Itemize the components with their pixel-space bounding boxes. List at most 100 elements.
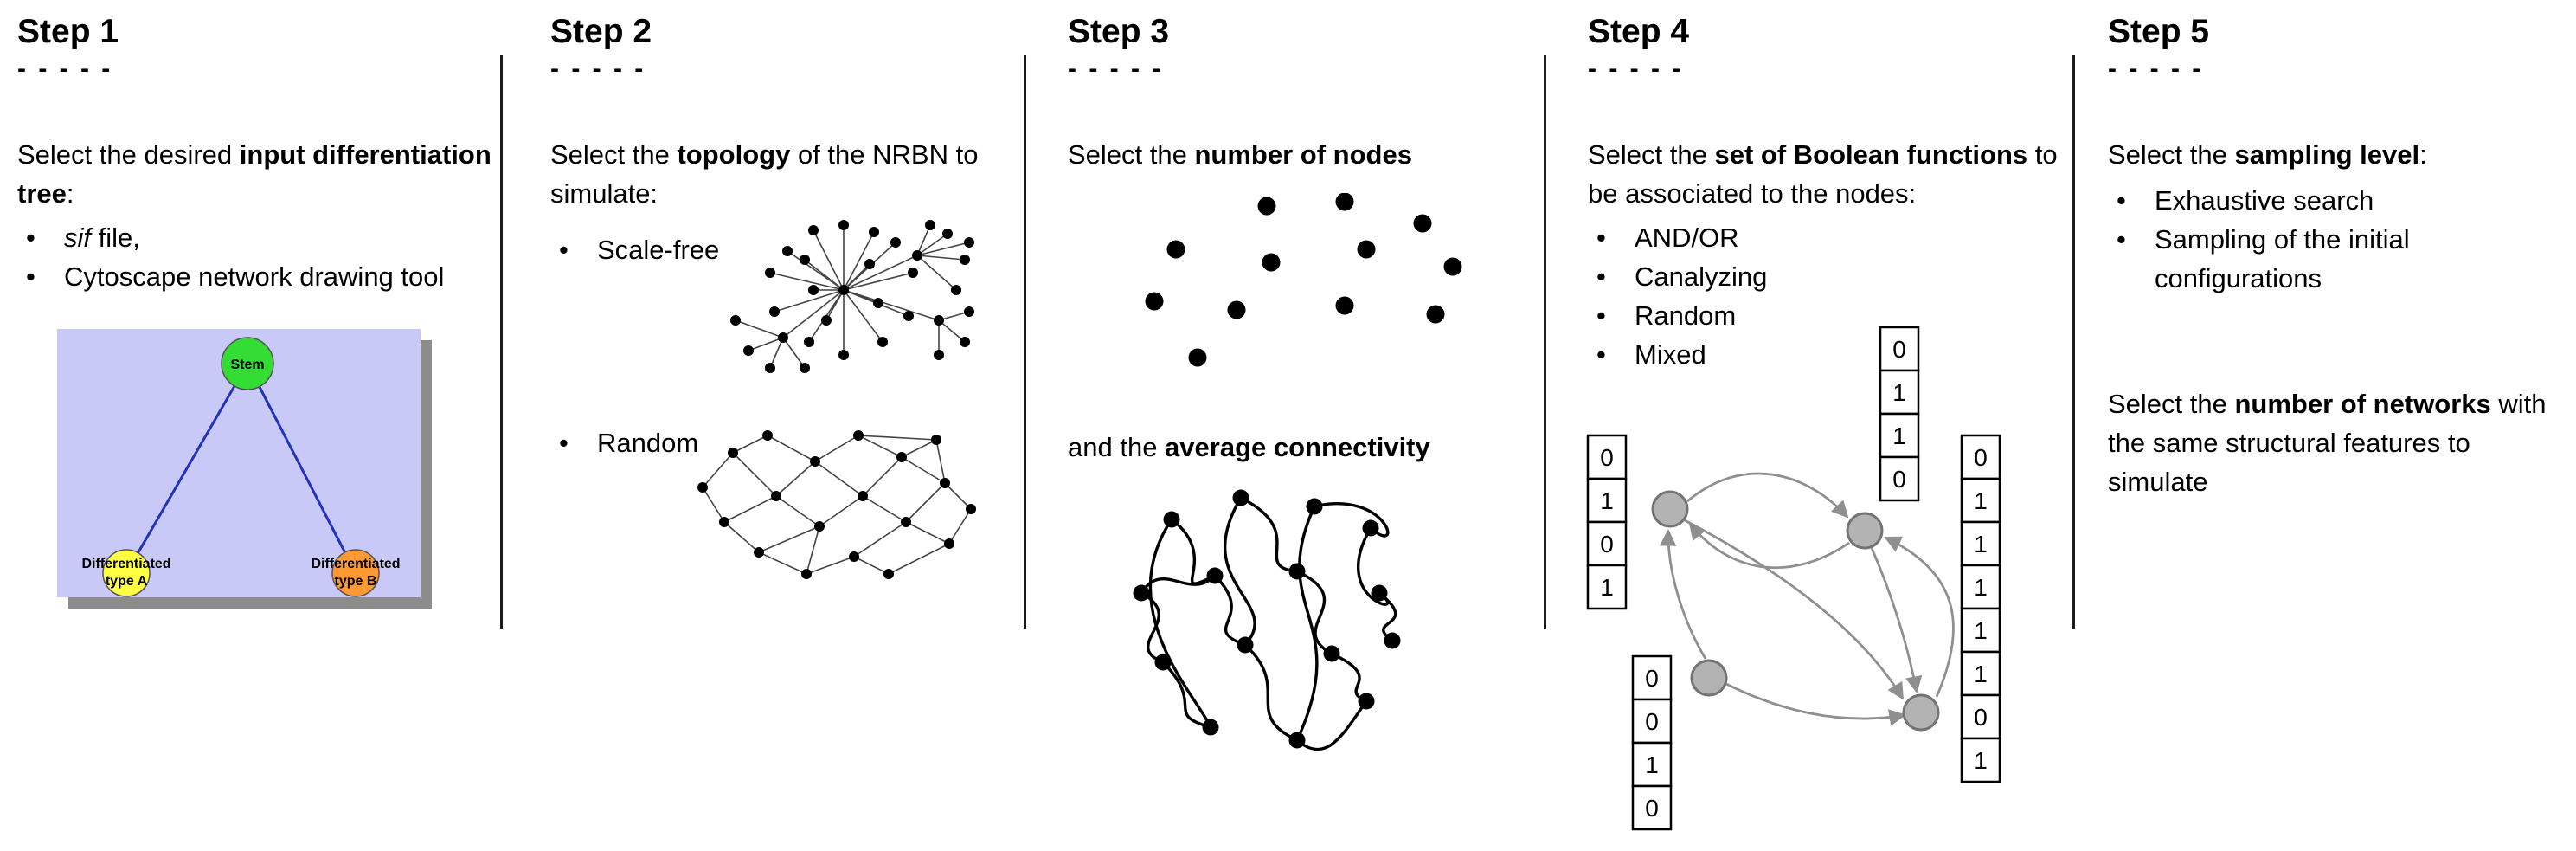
step-1-panel: Step 1 - - - - - Select the desired inpu… [0, 0, 500, 851]
step-5-title: Step 5 [2108, 13, 2210, 50]
boolean-node [1690, 659, 1728, 697]
cell-box [1586, 564, 1628, 610]
cell-value: 1 [1974, 487, 1988, 514]
bullet-mixed: Mixed [1588, 335, 2062, 374]
cell-box [1879, 369, 1920, 416]
step-2-dashes: - - - - - [550, 55, 646, 83]
cell-box [1586, 434, 1628, 480]
step-4-bullets: AND/OR Canalyzing Random Mixed [1588, 218, 2062, 374]
truth-table-top: 0 1 1 0 [1879, 326, 1920, 502]
cell-box [1960, 477, 2001, 524]
step-5-dashes: - - - - - [2108, 55, 2204, 83]
stem-node-label: Stem [230, 358, 264, 372]
bullet-cytoscape: Cytoscape network drawing tool [17, 257, 491, 296]
cell-value: 0 [1892, 336, 1906, 363]
step-4-dashes: - - - - - [1588, 55, 1684, 83]
step-5-panel: Step 5 - - - - - Select the sampling lev… [2075, 0, 2576, 851]
step-1-dashes: - - - - - [17, 55, 113, 83]
bullet-exhaustive-search: Exhaustive search [2108, 181, 2564, 220]
bullet-sif-file: sif file, [17, 218, 491, 257]
nodes-dots-illustration [1145, 193, 1462, 367]
stem-node [221, 337, 274, 390]
type-b-label-line2: type B [335, 574, 377, 589]
step-1-intro: Select the desired input differentiation… [17, 139, 491, 209]
truth-table-right: 0 1 1 1 1 1 0 1 [1960, 434, 2001, 783]
column-divider [500, 55, 503, 629]
type-b-label-line1: Differentiated [311, 557, 400, 571]
cell-box [1631, 784, 1673, 831]
type-a-label-line2: type A [106, 574, 148, 589]
step-2-panel: Step 2 - - - - - Select the topology of … [502, 0, 1022, 851]
cell-value: 0 [1892, 466, 1906, 493]
step-3-line2: and the average connectivity [1068, 432, 1430, 462]
random-edges [702, 435, 972, 575]
bullet-random-functions: Random [1588, 296, 2062, 335]
connectivity-tangle-illustration [1133, 489, 1401, 751]
column-divider [1024, 55, 1026, 629]
boolean-node [1651, 490, 1689, 528]
step-2-intro: Select the topology of the NRBN to simul… [550, 139, 979, 209]
random-nodes [697, 430, 977, 579]
cell-box [1586, 520, 1628, 567]
node-dots [1145, 193, 1462, 367]
step-3-panel: Step 3 - - - - - Select the number of no… [1026, 0, 1542, 851]
column-divider [2072, 55, 2075, 629]
step-2-bullets: Scale-free Random [550, 230, 1013, 462]
cell-value: 1 [1974, 661, 1988, 687]
tangle-edges [1140, 496, 1397, 751]
differentiated-type-b-node [331, 549, 380, 597]
cell-value: 0 [1645, 708, 1659, 735]
step-5-intro: Select the sampling level: [2108, 139, 2427, 170]
column-divider [1544, 55, 1546, 629]
cell-value: 1 [1600, 574, 1614, 601]
differentiation-tree-figure: Stem Differentiated type A Differentiate… [57, 329, 432, 609]
step-4-panel: Step 4 - - - - - Select the set of Boole… [1546, 0, 2071, 851]
scale-free-network-illustration [730, 220, 975, 373]
random-network-illustration [697, 430, 977, 579]
step-2-title: Step 2 [550, 13, 652, 50]
step-1-bullets: sif file, Cytoscape network drawing tool [17, 218, 491, 296]
cell-value: 1 [1645, 751, 1659, 778]
cell-box [1879, 326, 1920, 372]
cell-value: 0 [1645, 795, 1659, 822]
cell-box [1879, 455, 1920, 502]
scale-free-edges [735, 224, 970, 369]
cell-value: 1 [1600, 487, 1614, 514]
tree-edge-left [125, 363, 249, 574]
cell-value: 1 [1892, 379, 1906, 406]
cell-value: 1 [1892, 422, 1906, 449]
step-3-dashes: - - - - - [1068, 55, 1164, 83]
cell-value: 0 [1974, 444, 1988, 471]
truth-table-bottom-left: 0 0 1 0 [1631, 654, 1673, 831]
cell-value: 0 [1600, 531, 1614, 558]
step-4-intro: Select the set of Boolean functions to b… [1588, 139, 2058, 209]
boolean-node [1902, 693, 1940, 732]
step-3-title: Step 3 [1068, 13, 1170, 50]
interaction-arrows [1659, 472, 1955, 726]
cell-box [1960, 693, 2001, 740]
bullet-sampling-initial-configurations: Sampling of the initial configurations [2108, 220, 2564, 298]
boolean-network-figure: 0 1 0 1 0 1 1 0 0 [1586, 326, 2001, 831]
cell-value: 0 [1600, 444, 1614, 471]
cell-value: 1 [1974, 574, 1988, 601]
boolean-nodes [1651, 490, 1940, 732]
cell-value: 0 [1974, 704, 1988, 731]
cell-box [1960, 737, 2001, 783]
cell-value: 1 [1974, 617, 1988, 644]
bullet-scale-free: Scale-free [550, 230, 1013, 269]
step-1-title: Step 1 [17, 13, 119, 50]
truth-table-left: 0 1 0 1 [1586, 434, 1628, 610]
bullet-and-or: AND/OR [1588, 218, 2062, 257]
tangle-nodes [1133, 489, 1401, 749]
cell-box [1586, 477, 1628, 524]
step-5-bullets: Exhaustive search Sampling of the initia… [2108, 181, 2564, 298]
scale-free-nodes [730, 220, 975, 373]
bullet-random: Random [550, 423, 1013, 462]
cell-value: 1 [1974, 531, 1988, 558]
step-4-title: Step 4 [1588, 13, 1690, 50]
boolean-node [1846, 512, 1884, 550]
cell-value: 1 [1974, 747, 1988, 774]
differentiated-type-a-node [102, 549, 151, 597]
cell-value: 0 [1645, 665, 1659, 692]
type-a-label-line1: Differentiated [81, 557, 170, 571]
